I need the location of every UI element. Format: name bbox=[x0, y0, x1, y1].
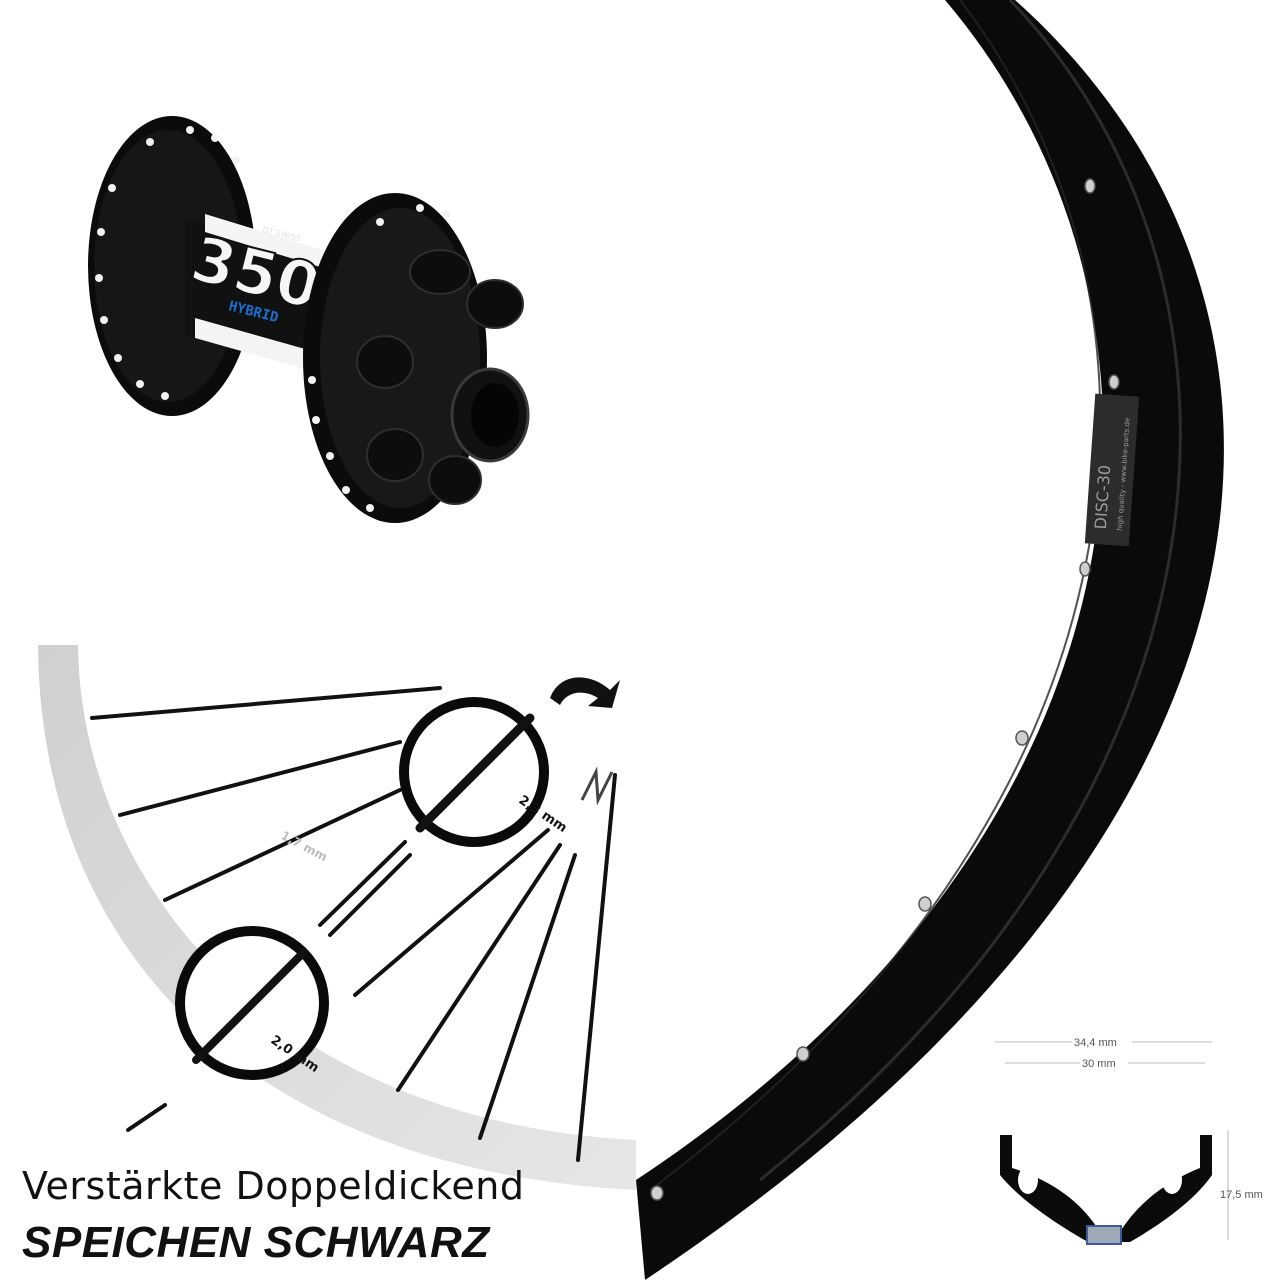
rim-eyelet bbox=[1108, 374, 1120, 390]
zoom-circle-top-spoke bbox=[415, 713, 535, 833]
spoke bbox=[126, 1103, 167, 1132]
flange-hole bbox=[211, 134, 219, 142]
flange-hole bbox=[342, 486, 350, 494]
spoke bbox=[328, 853, 412, 937]
flange-hole bbox=[232, 156, 240, 164]
caption-black-spokes: SPEICHEN SCHWARZ bbox=[22, 1218, 490, 1267]
spoke-zigzag bbox=[580, 766, 614, 806]
spoke bbox=[118, 740, 402, 817]
flange-hole bbox=[108, 184, 116, 192]
rim-inner-highlight bbox=[759, 0, 1182, 1182]
hub-right-flange-holes bbox=[308, 204, 450, 512]
disc-mount-lug bbox=[366, 428, 424, 482]
flange-hole bbox=[376, 218, 384, 226]
dimension-outer-width: 34,4 mm bbox=[1074, 1037, 1117, 1049]
rim-eyelet bbox=[1015, 730, 1029, 746]
flange-hole bbox=[308, 376, 316, 384]
hub-body-white-band-lower bbox=[195, 318, 330, 376]
rim-eyelets bbox=[650, 178, 1120, 1201]
disc-mount-lug bbox=[428, 455, 482, 505]
dimension-inner-bg bbox=[1080, 1055, 1128, 1071]
disc-mount-lug bbox=[409, 249, 471, 295]
rim-profile-diagram: 34,4 mm 30 mm 17,5 mm bbox=[995, 1034, 1263, 1245]
zoom-circle-bottom-spoke bbox=[192, 948, 308, 1064]
caption-reinforced-spokes: Verstärkte Doppeldickend bbox=[22, 1164, 525, 1208]
rim-profile-tape bbox=[1086, 1225, 1122, 1245]
hub-body-white-band bbox=[205, 214, 330, 270]
flange-hole bbox=[136, 380, 144, 388]
rim: DISC-30 high quality - www.bike-parts.de bbox=[636, 0, 1224, 1280]
flange-hole bbox=[95, 274, 103, 282]
flange-hole bbox=[161, 392, 169, 400]
hub-disc-mount bbox=[356, 249, 524, 505]
dimension-inner-width: 30 mm bbox=[1082, 1058, 1116, 1070]
flange-hole bbox=[442, 210, 450, 218]
rim-profile-right-chamber bbox=[1162, 1166, 1182, 1194]
spoke-illustration: 2,3 mm 1,7 mm 2,0 mm bbox=[38, 645, 636, 1190]
hub-left-flange-holes bbox=[95, 126, 240, 400]
rim-profile-left-chamber bbox=[1018, 1166, 1038, 1194]
rim-sticker: DISC-30 high quality - www.bike-parts.de bbox=[1084, 393, 1140, 547]
dimension-height: 17,5 mm bbox=[1220, 1189, 1263, 1201]
rim-eyelet bbox=[918, 896, 932, 912]
rim-eyelet bbox=[1084, 178, 1096, 194]
spoke bbox=[576, 773, 617, 1162]
rim-sticker-model: DISC-30 bbox=[1091, 464, 1114, 530]
rim-inner-edge bbox=[649, 0, 1102, 1191]
spoke bbox=[478, 853, 577, 1140]
spoke-bent-head bbox=[550, 677, 620, 708]
flange-hole bbox=[114, 354, 122, 362]
disc-mount-lug bbox=[466, 279, 524, 329]
hub: 350 HYBRID DT SWISS bbox=[88, 116, 530, 523]
spoke bbox=[396, 843, 562, 1092]
flange-hole bbox=[312, 416, 320, 424]
flange-hole bbox=[97, 228, 105, 236]
rim-eyelet bbox=[650, 1185, 664, 1201]
disc-mount-lug bbox=[356, 335, 414, 389]
spoke-rim-arc bbox=[38, 645, 636, 1190]
flange-hole bbox=[366, 504, 374, 512]
spoke bbox=[353, 828, 550, 997]
rim-outer-band bbox=[636, 0, 1224, 1280]
rim-sticker-background bbox=[1084, 393, 1140, 547]
flange-hole bbox=[100, 316, 108, 324]
spoke bbox=[163, 788, 402, 902]
hub-axle-bore bbox=[471, 383, 519, 447]
flange-hole bbox=[146, 138, 154, 146]
rim-eyelet bbox=[1079, 561, 1091, 577]
rim-profile-shape bbox=[1000, 1135, 1212, 1242]
flange-hole bbox=[416, 204, 424, 212]
spoke bbox=[90, 686, 442, 720]
spoke bbox=[318, 840, 407, 927]
rim-eyelet bbox=[796, 1046, 810, 1062]
dimension-outer-bg bbox=[1072, 1034, 1132, 1050]
flange-hole bbox=[186, 126, 194, 134]
flange-hole bbox=[326, 452, 334, 460]
spokes bbox=[90, 686, 617, 1162]
